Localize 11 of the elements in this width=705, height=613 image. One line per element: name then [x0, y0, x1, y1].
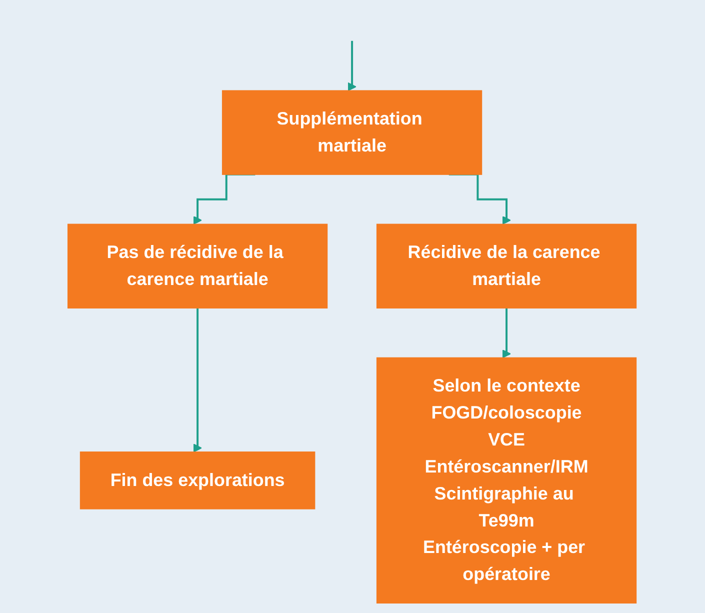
node-box: [222, 90, 483, 174]
node-box: [80, 451, 316, 509]
arrow: [449, 172, 512, 224]
arrow: [194, 172, 256, 224]
arrow: [502, 306, 512, 358]
node-box: [68, 223, 328, 308]
arrow: [348, 39, 357, 91]
arrow: [194, 306, 202, 452]
flowchart: Supplémentation martiale Pas de récidive de la carence martiale Récidive de la carence martiale Fin des explorations Selon le contexte FOGD/coloscopie VCE Entéroscanner/IRM Scintigraphie au Te99m Entéroscopie + per opératoire: [60, 2, 645, 610]
node-box: [376, 356, 638, 603]
node-box: [376, 223, 638, 308]
